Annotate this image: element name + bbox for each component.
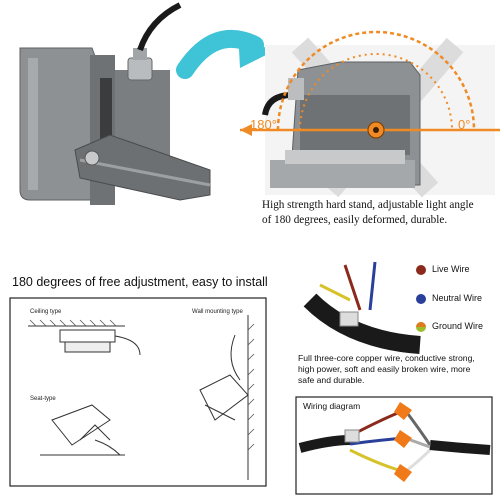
wire-description: Full three-core copper wire, conductive … — [298, 353, 498, 386]
neutral-wire-label: Neutral Wire — [432, 293, 483, 303]
ceiling-type-label: Ceiling type — [30, 309, 62, 315]
seat-type-label: Seat-type — [30, 396, 56, 402]
ground-wire-label: Ground Wire — [432, 321, 484, 331]
rotate-arrow-icon — [176, 29, 272, 79]
angle-right-label: 0° — [458, 117, 471, 132]
wire-description-line1: Full three-core copper wire, conductive … — [298, 353, 475, 363]
live-wire-label: Live Wire — [432, 264, 470, 274]
stand-caption-line2: of 180 degrees, easily deformed, durable… — [262, 214, 448, 226]
floodlight-side-view — [19, 2, 211, 205]
wiring-diagram-box — [295, 396, 493, 495]
wiring-diagram-title: Wiring diagram — [303, 401, 361, 411]
wire-description-line3: safe and durable. — [298, 375, 365, 385]
wire-legend-dots — [416, 265, 426, 332]
wire-description-line2: high power, soft and easily broken wire,… — [298, 364, 471, 374]
install-title: 180 degrees of free adjustment, easy to … — [12, 275, 268, 289]
stand-caption-line1: High strength hard stand, adjustable lig… — [262, 199, 474, 211]
floodlight-angle-view — [240, 30, 500, 198]
install-diagram-box — [9, 297, 267, 487]
wall-mounting-type-label: Wall mounting type — [192, 309, 243, 315]
wire-cable-illustration — [300, 255, 495, 354]
angle-left-label: 180° — [250, 117, 277, 132]
stand-caption: High strength hard stand, adjustable lig… — [262, 198, 498, 228]
